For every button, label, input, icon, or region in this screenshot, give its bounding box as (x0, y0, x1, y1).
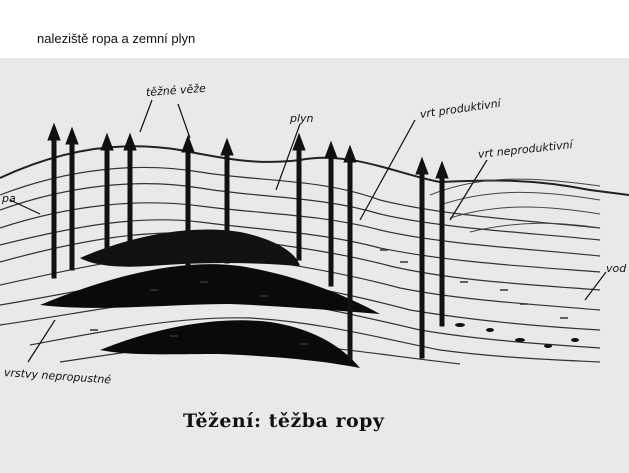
figure-caption: Těžení: těžba ropy (183, 410, 385, 432)
oil-pocket-lower (100, 320, 360, 368)
well-tower (123, 132, 137, 253)
well-tower (220, 137, 234, 264)
well-towers (47, 122, 449, 361)
well-tower (435, 160, 449, 327)
well-tower (181, 134, 195, 267)
oil-pocket-upper (40, 264, 380, 314)
well-tower (47, 122, 61, 279)
label-gas: plyn (290, 112, 314, 125)
well-tower (65, 126, 79, 271)
label-water-right: vod (606, 262, 627, 275)
well-tower (415, 156, 429, 359)
figure-background (0, 58, 629, 473)
well-tower (100, 132, 114, 249)
strata-dashes (90, 249, 568, 345)
well-tower (292, 132, 306, 261)
leader-lines (9, 99, 607, 363)
right-dipping-strata (429, 178, 601, 233)
water-marks (455, 323, 579, 348)
label-oil-left: pa (2, 192, 16, 205)
well-tower (343, 144, 357, 361)
well-tower (324, 140, 338, 287)
page-title: naleziště ropa a zemní plyn (37, 31, 196, 46)
